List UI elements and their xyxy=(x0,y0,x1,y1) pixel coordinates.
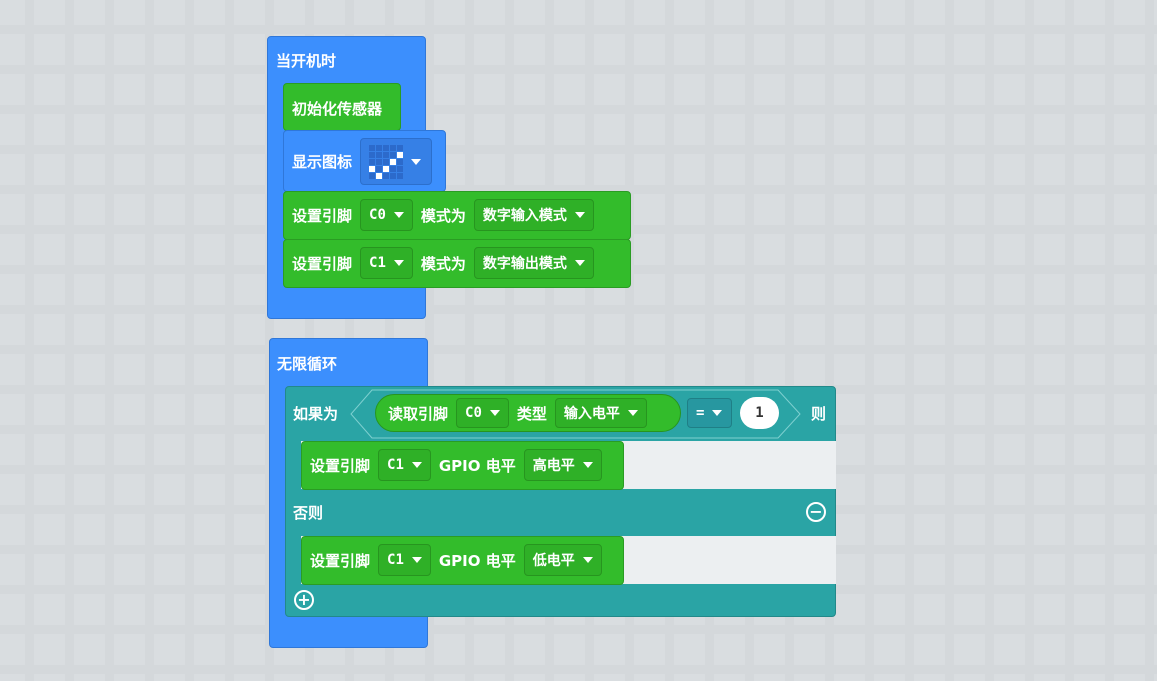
pin-value: C1 xyxy=(387,552,404,568)
chevron-down-icon xyxy=(582,462,593,468)
chevron-down-icon xyxy=(489,410,500,416)
chevron-down-icon xyxy=(574,260,585,266)
led-cell xyxy=(397,151,404,158)
read-pin-label: 读取引脚 xyxy=(388,404,449,423)
forever-title: 无限循环 xyxy=(277,355,338,373)
pin-dropdown[interactable]: C1 xyxy=(360,247,413,279)
mode-label: 模式为 xyxy=(420,254,466,273)
led-icon-grid xyxy=(369,144,404,179)
chevron-down-icon xyxy=(574,212,585,218)
value-input[interactable]: 1 xyxy=(740,397,779,429)
if-else-block[interactable] xyxy=(285,386,836,617)
led-cell xyxy=(369,144,376,151)
set-gpio-block[interactable] xyxy=(301,536,624,585)
type-label: 类型 xyxy=(516,404,547,423)
led-cell xyxy=(376,172,383,179)
chevron-down-icon xyxy=(411,557,422,563)
led-cell xyxy=(369,165,376,172)
led-cell xyxy=(397,172,404,179)
led-cell xyxy=(383,151,390,158)
type-value: 输入电平 xyxy=(563,406,620,422)
mode-value: 数字输入模式 xyxy=(482,208,567,224)
led-cell xyxy=(390,165,397,172)
pin-dropdown[interactable]: C1 xyxy=(378,544,431,576)
mode-value: 数字输出模式 xyxy=(482,256,567,272)
remove-else-icon[interactable]: − xyxy=(806,502,826,522)
led-cell xyxy=(390,144,397,151)
led-cell xyxy=(383,165,390,172)
led-cell xyxy=(383,158,390,165)
mode-dropdown[interactable]: 数字输入模式 xyxy=(473,199,594,231)
pin-dropdown[interactable]: C1 xyxy=(378,449,431,481)
led-cell xyxy=(383,144,390,151)
read-pin-block[interactable]: 读取引脚 C0 类型 输入电平 xyxy=(375,394,681,432)
chevron-down-icon xyxy=(411,158,422,165)
then-action-row: 设置引脚 C1 GPIO 电平 高电平 xyxy=(310,449,602,481)
set-pin-label: 设置引脚 xyxy=(292,206,353,225)
operator-dropdown[interactable]: = xyxy=(687,398,732,428)
led-cell xyxy=(369,151,376,158)
chevron-down-icon xyxy=(582,557,593,563)
show-icon-block[interactable] xyxy=(283,130,446,192)
level-dropdown[interactable]: 高电平 xyxy=(523,449,602,481)
led-cell xyxy=(376,165,383,172)
set-pin-label: 设置引脚 xyxy=(292,254,353,273)
led-cell xyxy=(369,172,376,179)
pin-dropdown[interactable]: C0 xyxy=(360,199,413,231)
else-action-row: 设置引脚 C1 GPIO 电平 低电平 xyxy=(310,544,602,576)
led-cell xyxy=(390,158,397,165)
then-label: 则 xyxy=(811,405,827,423)
gpio-label: GPIO 电平 xyxy=(438,551,516,570)
chevron-down-icon xyxy=(627,410,638,416)
mode-label: 模式为 xyxy=(420,206,466,225)
chevron-down-icon xyxy=(393,212,404,218)
level-dropdown[interactable]: 低电平 xyxy=(523,544,602,576)
show-icon-row: 显示图标 xyxy=(292,138,433,185)
led-cell xyxy=(369,158,376,165)
led-cell xyxy=(383,172,390,179)
set-pin-label: 设置引脚 xyxy=(310,551,371,570)
pin-value: C0 xyxy=(369,207,386,223)
init-sensor-label: 初始化传感器 xyxy=(292,100,383,118)
level-value: 低电平 xyxy=(532,553,575,569)
chevron-down-icon xyxy=(411,462,422,468)
set-gpio-block[interactable] xyxy=(301,441,624,490)
on-start-block[interactable] xyxy=(267,36,426,319)
type-dropdown[interactable]: 输入电平 xyxy=(554,398,647,428)
pin-value: C1 xyxy=(369,255,386,271)
led-cell xyxy=(390,151,397,158)
led-cell xyxy=(397,144,404,151)
forever-block[interactable] xyxy=(269,338,428,648)
icon-picker[interactable] xyxy=(360,138,433,185)
gpio-label: GPIO 电平 xyxy=(438,456,516,475)
operator-value: = xyxy=(696,405,705,421)
chevron-down-icon xyxy=(712,410,723,416)
mode-dropdown[interactable]: 数字输出模式 xyxy=(473,247,594,279)
if-label: 如果为 xyxy=(293,405,339,423)
if-slot xyxy=(301,441,836,489)
set-pin-mode-block[interactable] xyxy=(283,239,631,288)
pin-value: C1 xyxy=(387,457,404,473)
else-slot xyxy=(301,536,836,584)
show-icon-label: 显示图标 xyxy=(292,153,353,171)
pin-dropdown[interactable]: C0 xyxy=(456,398,509,428)
led-cell xyxy=(397,165,404,172)
chevron-down-icon xyxy=(393,260,404,266)
pin-value: C0 xyxy=(465,405,482,421)
init-sensor-block[interactable] xyxy=(283,83,401,131)
led-cell xyxy=(376,144,383,151)
set-mode-row-0: 设置引脚 C0 模式为 数字输入模式 xyxy=(292,199,594,231)
else-label: 否则 xyxy=(293,504,324,522)
led-cell xyxy=(390,172,397,179)
led-cell xyxy=(376,158,383,165)
level-value: 高电平 xyxy=(532,458,575,474)
add-else-if-icon[interactable]: + xyxy=(294,590,314,610)
set-mode-row-1: 设置引脚 C1 模式为 数字输出模式 xyxy=(292,247,594,279)
on-start-title: 当开机时 xyxy=(276,52,337,70)
set-pin-label: 设置引脚 xyxy=(310,456,371,475)
condition-hexagon[interactable] xyxy=(350,389,801,439)
led-cell xyxy=(397,158,404,165)
set-pin-mode-block[interactable] xyxy=(283,191,631,240)
led-cell xyxy=(376,151,383,158)
